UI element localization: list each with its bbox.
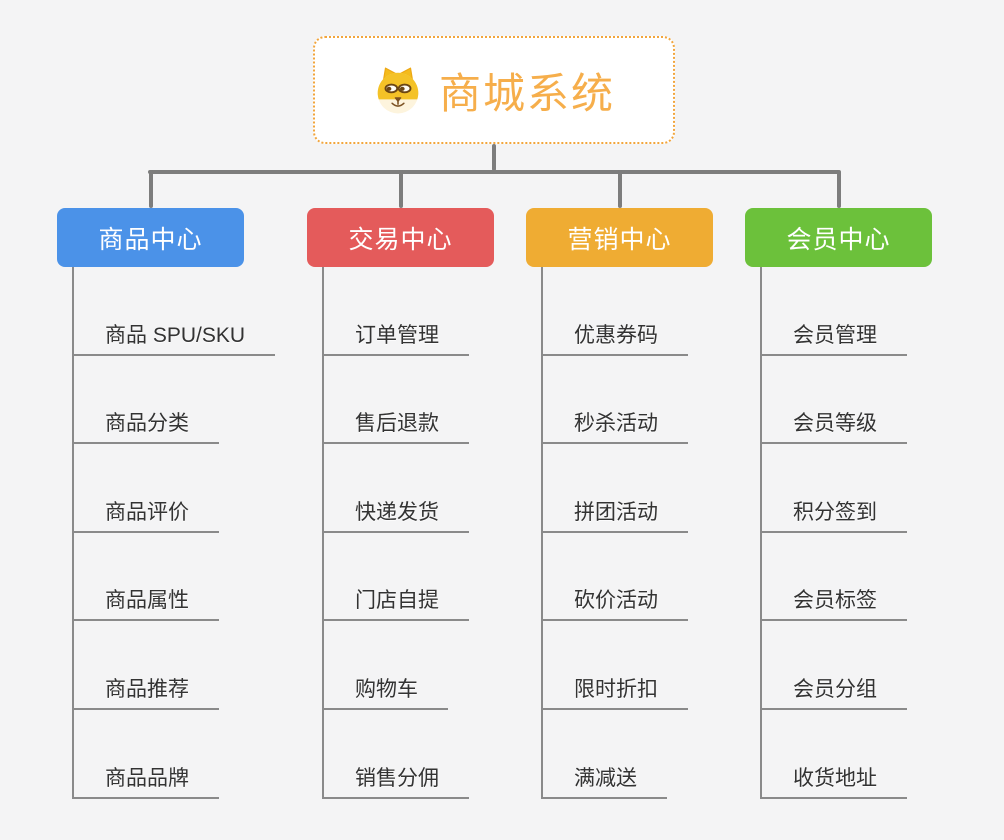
leaf-item[interactable]: 商品属性	[72, 533, 275, 622]
leaf-label: 商品分类	[72, 407, 219, 445]
leaf-column: 商品 SPU/SKU 商品分类商品评价商品属性商品推荐商品品牌	[72, 267, 276, 799]
leaf-column: 订单管理售后退款快递发货门店自提购物车销售分佣	[322, 267, 469, 799]
leaf-item[interactable]: 限时折扣	[541, 621, 688, 710]
branch-label: 会员中心	[786, 225, 891, 254]
branch-label: 交易中心	[348, 225, 453, 254]
leaf-item[interactable]: 销售分佣	[322, 710, 469, 799]
leaf-label: 订单管理	[322, 319, 469, 356]
leaf-item[interactable]: 会员管理	[760, 267, 907, 356]
connector-rail	[148, 170, 840, 174]
dog-face-icon	[377, 67, 419, 114]
leaf-label: 商品评价	[72, 496, 219, 533]
leaf-item[interactable]: 商品分类	[72, 356, 275, 445]
connector-branch-drop	[398, 170, 403, 208]
root-node[interactable]: 商城系统	[313, 36, 675, 144]
leaf-label: 售后退款	[322, 407, 469, 445]
leaf-label: 优惠券码	[541, 319, 688, 356]
connector-root-drop	[492, 144, 496, 171]
connector-branch-drop	[836, 170, 841, 208]
leaf-item[interactable]: 砍价活动	[541, 533, 688, 622]
leaf-label: 商品属性	[72, 584, 219, 622]
leaf-label: 会员标签	[760, 584, 907, 622]
leaf-item[interactable]: 会员标签	[760, 533, 907, 622]
leaf-item[interactable]: 商品评价	[72, 444, 275, 533]
leaf-item[interactable]: 会员分组	[760, 621, 907, 710]
leaf-label: 商品推荐	[72, 673, 219, 710]
leaf-column: 会员管理会员等级积分签到会员标签会员分组收货地址	[760, 267, 907, 799]
leaf-item[interactable]: 商品 SPU/SKU	[72, 267, 276, 356]
leaf-item[interactable]: 购物车	[322, 621, 469, 710]
leaf-item[interactable]: 拼团活动	[541, 444, 688, 533]
leaf-column: 优惠券码秒杀活动拼团活动砍价活动限时折扣满减送	[541, 267, 688, 799]
leaf-label: 限时折扣	[541, 673, 688, 710]
leaf-item[interactable]: 收货地址	[760, 710, 907, 799]
leaf-label: 购物车	[322, 673, 448, 710]
leaf-label: 会员管理	[760, 319, 907, 356]
leaf-item[interactable]: 快递发货	[322, 444, 469, 533]
leaf-item[interactable]: 门店自提	[322, 533, 469, 622]
leaf-label: 收货地址	[760, 762, 907, 799]
leaf-label: 满减送	[541, 762, 667, 799]
leaf-item[interactable]: 订单管理	[322, 267, 469, 356]
leaf-item[interactable]: 秒杀活动	[541, 356, 688, 445]
leaf-label: 拼团活动	[541, 496, 688, 533]
branch-label: 商品中心	[98, 225, 203, 254]
leaf-label: 秒杀活动	[541, 407, 688, 445]
leaf-label: 商品品牌	[72, 762, 219, 799]
leaf-item[interactable]: 商品推荐	[72, 621, 275, 710]
connector-branch-drop	[148, 170, 153, 208]
branch-label: 营销中心	[567, 225, 672, 254]
leaf-item[interactable]: 商品品牌	[72, 710, 275, 799]
leaf-label: 门店自提	[322, 584, 469, 622]
leaf-item[interactable]: 售后退款	[322, 356, 469, 445]
leaf-item[interactable]: 积分签到	[760, 444, 907, 533]
root-title: 商城系统	[438, 69, 615, 117]
leaf-label: 商品 SPU/SKU	[72, 319, 276, 356]
leaf-label: 快递发货	[322, 496, 469, 533]
leaf-label: 积分签到	[760, 496, 907, 533]
leaf-item[interactable]: 优惠券码	[541, 267, 688, 356]
branch-header[interactable]: 商品中心	[57, 208, 244, 267]
leaf-label: 会员分组	[760, 673, 907, 710]
branch-header[interactable]: 交易中心	[307, 208, 494, 267]
connector-branch-drop	[617, 170, 622, 208]
leaf-item[interactable]: 满减送	[541, 710, 688, 799]
leaf-label: 销售分佣	[322, 762, 469, 799]
leaf-label: 会员等级	[760, 407, 907, 445]
leaf-item[interactable]: 会员等级	[760, 356, 907, 445]
leaf-label: 砍价活动	[541, 584, 688, 622]
branch-header[interactable]: 营销中心	[526, 208, 713, 267]
branch-header[interactable]: 会员中心	[745, 208, 932, 267]
